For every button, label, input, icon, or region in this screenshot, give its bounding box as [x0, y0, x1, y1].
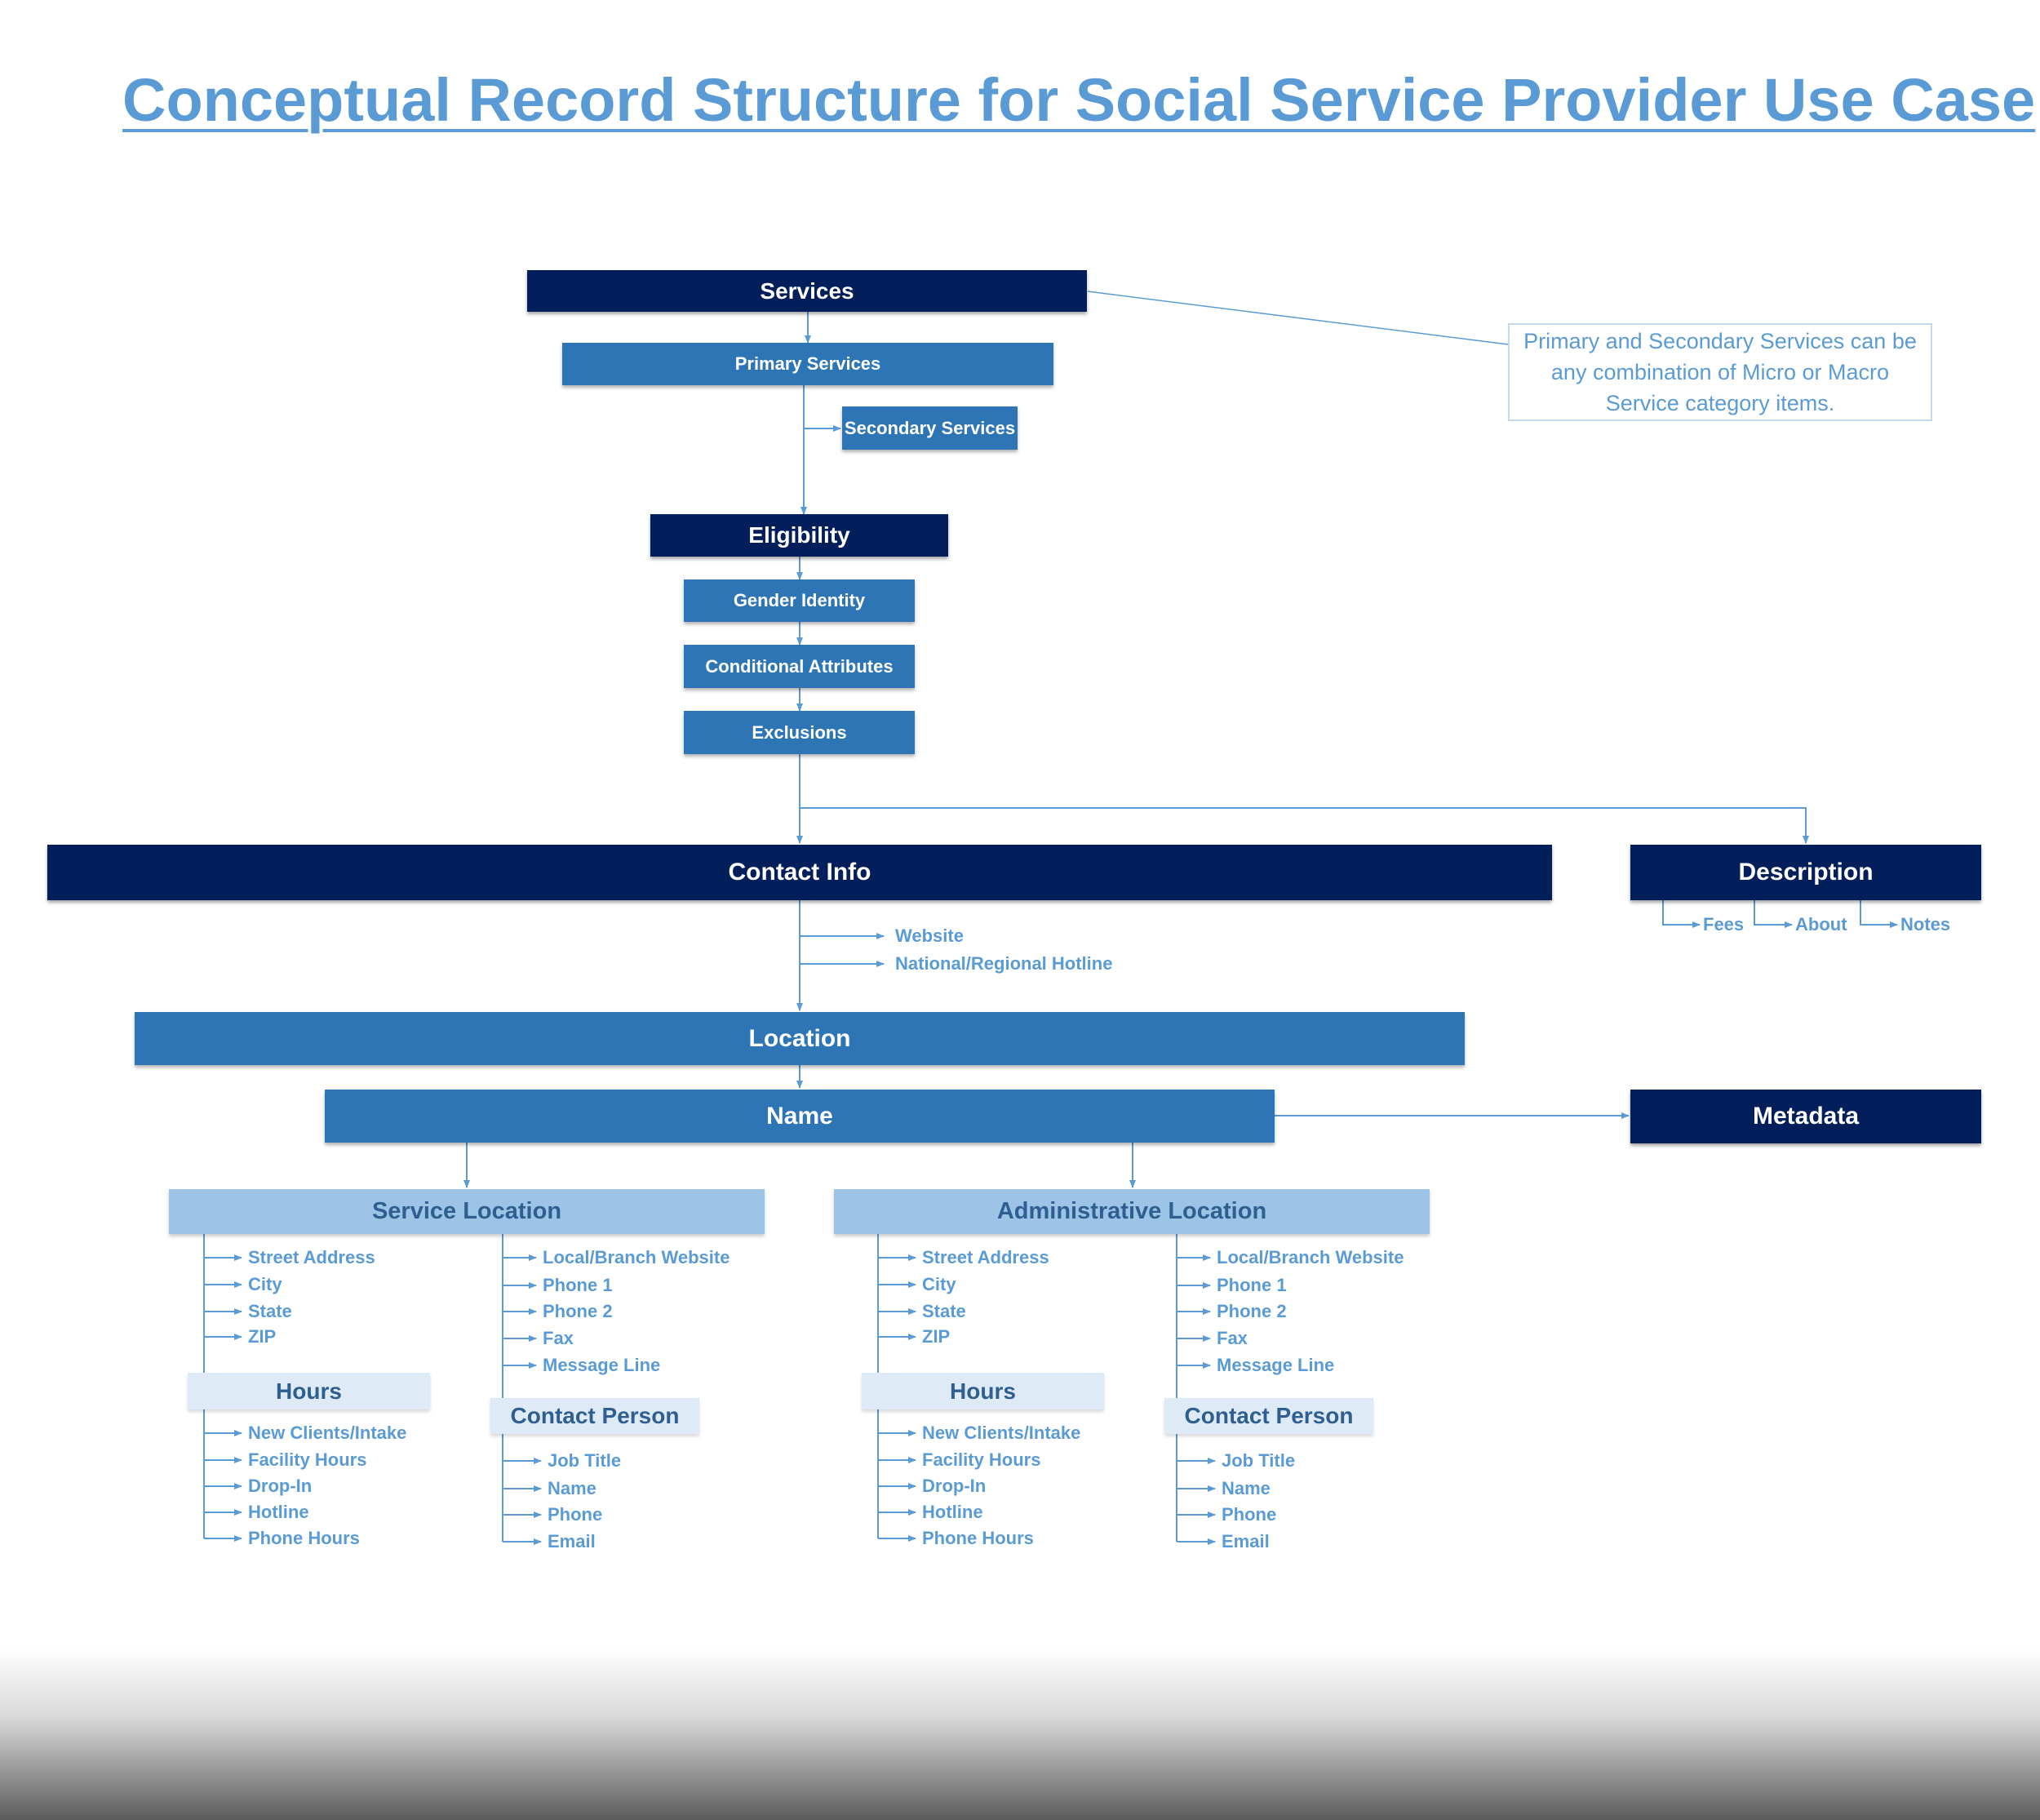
admin-branch-item: Phone 2 [1217, 1301, 1287, 1321]
connector-desc-notes [1860, 900, 1898, 928]
gender-identity-box: Gender Identity [684, 579, 915, 622]
administrative-location-box: Administrative Location [834, 1189, 1430, 1234]
service-hours-item: Drop-In [248, 1476, 313, 1496]
connector-desc-about [1754, 900, 1793, 928]
admin-hours-box: Hours [862, 1373, 1104, 1409]
admin-hours-item: Drop-In [922, 1476, 987, 1496]
service-address-item: ZIP [248, 1326, 277, 1347]
admin-address-item: Street Address [922, 1247, 1049, 1267]
admin-branch-item: Local/Branch Website [1217, 1247, 1404, 1267]
description-item-about: About [1795, 914, 1847, 934]
service-hours-item: Phone Hours [248, 1528, 360, 1548]
service-branch-item: Phone 2 [543, 1301, 613, 1321]
admin-address-item: ZIP [922, 1326, 951, 1347]
admin-contact-person-box: Contact Person [1164, 1398, 1373, 1434]
services-note: Primary and Secondary Services can be an… [1508, 323, 1932, 421]
admin-hours-item: New Clients/Intake [922, 1423, 1081, 1443]
admin-branch-item: Phone 1 [1217, 1275, 1287, 1295]
contact-info-item-hotline: National/Regional Hotline [895, 953, 1113, 974]
service-branch-item: Message Line [543, 1355, 661, 1375]
location-box: Location [135, 1012, 1465, 1065]
services-box: Services [527, 270, 1087, 312]
admin-address-item: City [922, 1274, 956, 1294]
secondary-services-box: Secondary Services [842, 406, 1018, 450]
contact-info-box: Contact Info [47, 845, 1552, 900]
conditional-attributes-box: Conditional Attributes [684, 645, 915, 688]
service-address-item: Street Address [248, 1247, 375, 1267]
connector-desc-fees [1662, 900, 1701, 928]
service-contact-person-item: Name [548, 1478, 596, 1498]
eligibility-box: Eligibility [650, 514, 948, 557]
primary-services-box: Primary Services [562, 343, 1053, 385]
admin-address-item: State [922, 1301, 966, 1321]
connector-exclusions-description [800, 807, 1809, 844]
admin-branch-item: Fax [1217, 1328, 1248, 1348]
description-box: Description [1630, 845, 1981, 900]
service-address-item: City [248, 1274, 282, 1294]
admin-contact-person-item: Job Title [1222, 1450, 1296, 1471]
service-branch-item: Local/Branch Website [543, 1247, 730, 1267]
metadata-box: Metadata [1630, 1090, 1981, 1143]
service-contact-person-item: Phone [548, 1504, 603, 1525]
admin-hours-item: Phone Hours [922, 1528, 1034, 1548]
admin-hours-item: Facility Hours [922, 1449, 1041, 1470]
service-location-box: Service Location [169, 1189, 765, 1234]
bottom-gradient [0, 1649, 2040, 1820]
service-address-item: State [248, 1301, 292, 1321]
service-contact-person-item: Email [548, 1531, 596, 1551]
admin-hours-item: Hotline [922, 1502, 983, 1522]
admin-branch-item: Message Line [1217, 1355, 1335, 1375]
exclusions-box: Exclusions [684, 711, 915, 754]
description-item-notes: Notes [1900, 914, 1951, 934]
service-hours-item: Hotline [248, 1502, 309, 1522]
service-hours-box: Hours [188, 1373, 430, 1409]
service-branch-item: Phone 1 [543, 1275, 613, 1295]
service-contact-person-box: Contact Person [490, 1398, 699, 1434]
description-item-fees: Fees [1703, 914, 1745, 934]
admin-contact-person-item: Phone [1222, 1504, 1277, 1525]
admin-contact-person-item: Name [1222, 1478, 1271, 1498]
service-hours-item: New Clients/Intake [248, 1423, 407, 1443]
service-hours-item: Facility Hours [248, 1449, 367, 1470]
contact-info-item-website: Website [895, 926, 964, 946]
service-branch-item: Fax [543, 1328, 574, 1348]
page-title: Conceptual Record Structure for Social S… [122, 66, 2036, 134]
name-box: Name [325, 1090, 1275, 1143]
connector-services-note [1087, 291, 1509, 345]
service-contact-person-item: Job Title [548, 1450, 622, 1471]
admin-contact-person-item: Email [1222, 1531, 1270, 1551]
